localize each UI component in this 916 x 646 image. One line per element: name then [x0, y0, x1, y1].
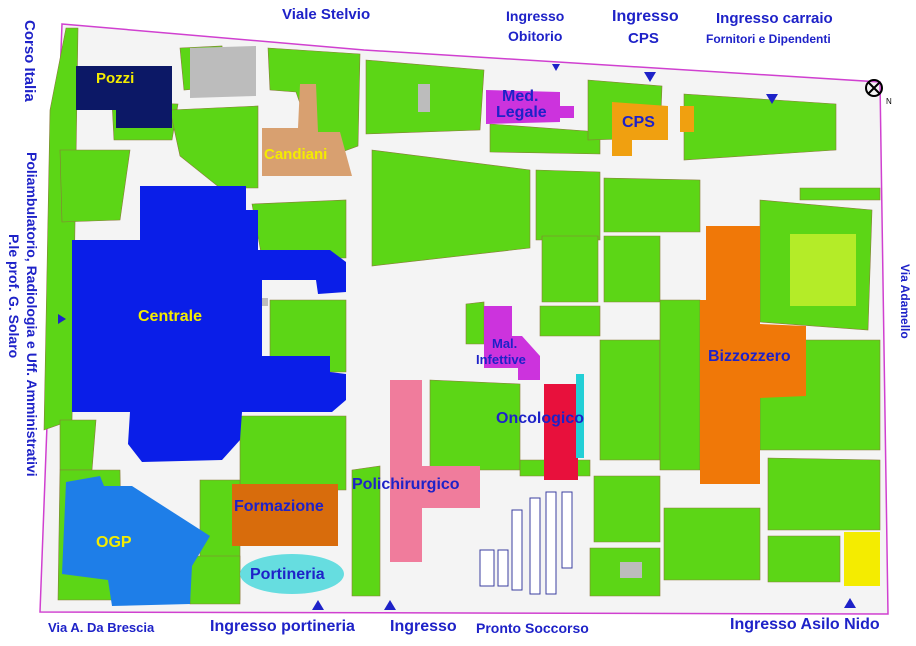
- building-med-legale-annex: [560, 106, 574, 118]
- building-portineria: [240, 554, 344, 594]
- label-oncologico: Oncologico: [496, 410, 584, 427]
- building-cps: [612, 102, 668, 156]
- building-formazione: [232, 484, 338, 546]
- compass-icon: [865, 79, 883, 97]
- building-oncologico: [544, 384, 578, 480]
- building-ogp: [62, 476, 210, 606]
- parking-area: [479, 491, 573, 595]
- label-bizzozzero: Bizzozzero: [708, 348, 791, 365]
- entrance-marker-asilo-nido: [844, 598, 856, 608]
- building-centrale: [72, 186, 346, 462]
- entrance-obitorio-2: Obitorio: [508, 28, 563, 44]
- entrance-asilo-nido: Ingresso Asilo Nido: [730, 616, 880, 633]
- building-asilo-nido: [844, 532, 880, 586]
- label-formazione: Formazione: [234, 498, 324, 515]
- street-via-da-brescia: Via A. Da Brescia: [48, 620, 155, 635]
- label-policirurgico: Polichirurgico: [352, 476, 460, 493]
- label-med-legale-1: Med.: [502, 88, 539, 105]
- compass-label: N: [886, 97, 892, 106]
- entrance-cps-2: CPS: [628, 30, 659, 47]
- sports-field: [790, 234, 856, 306]
- building-policirurgico: [390, 380, 480, 562]
- entrance-carraio-1: Ingresso carraio: [716, 10, 833, 27]
- label-mal-infettive-1: Mal.: [492, 336, 518, 351]
- entrance-pronto-soccorso-b: Pronto Soccorso: [476, 620, 589, 636]
- building-mal-infettive: [484, 306, 540, 380]
- label-med-legale-2: Legale: [496, 104, 547, 121]
- street-viale-stelvio: Viale Stelvio: [282, 6, 371, 23]
- label-pozzi: Pozzi: [96, 70, 135, 87]
- street-via-adamello: Via Adamello: [898, 264, 912, 339]
- building-cps-annex: [680, 106, 694, 132]
- entrance-carraio-2: Fornitori e Dipendenti: [706, 32, 831, 46]
- entrance-marker-poliambulatorio: [58, 314, 66, 324]
- label-candiani: Candiani: [264, 146, 328, 163]
- building-bizzozzero: [700, 226, 806, 484]
- building-med-legale: [486, 90, 560, 124]
- label-ogp: OGP: [96, 534, 132, 551]
- street-poliambulatorio-1: Poliambulatorio, Radiologia e Uff. Ammin…: [24, 152, 40, 477]
- building-candiani: [262, 84, 352, 176]
- entrance-pronto-soccorso-a: Ingresso: [390, 618, 457, 635]
- street-corso-italia: Corso Italia: [21, 20, 38, 102]
- label-portineria: Portineria: [250, 566, 325, 583]
- entrance-marker-obitorio: [552, 64, 560, 71]
- label-mal-infettive-2: Infettive: [476, 352, 526, 367]
- entrance-marker-cps: [644, 72, 656, 82]
- entrance-obitorio-1: Ingresso: [506, 8, 565, 24]
- entrance-marker-carraio: [766, 94, 778, 104]
- entrance-cps-1: Ingresso: [612, 8, 679, 25]
- entrance-marker-pronto-soccorso: [384, 600, 396, 610]
- building-centrale-wing: [146, 260, 224, 314]
- street-poliambulatorio-2: P.le prof. G. Solaro: [6, 234, 22, 359]
- entrance-marker-portineria: [312, 600, 324, 610]
- label-cps: CPS: [622, 114, 655, 131]
- label-centrale: Centrale: [138, 308, 203, 325]
- entrance-portineria: Ingresso portineria: [210, 618, 355, 635]
- building-oncologico-strip: [576, 374, 584, 458]
- building-pozzi: [76, 66, 172, 128]
